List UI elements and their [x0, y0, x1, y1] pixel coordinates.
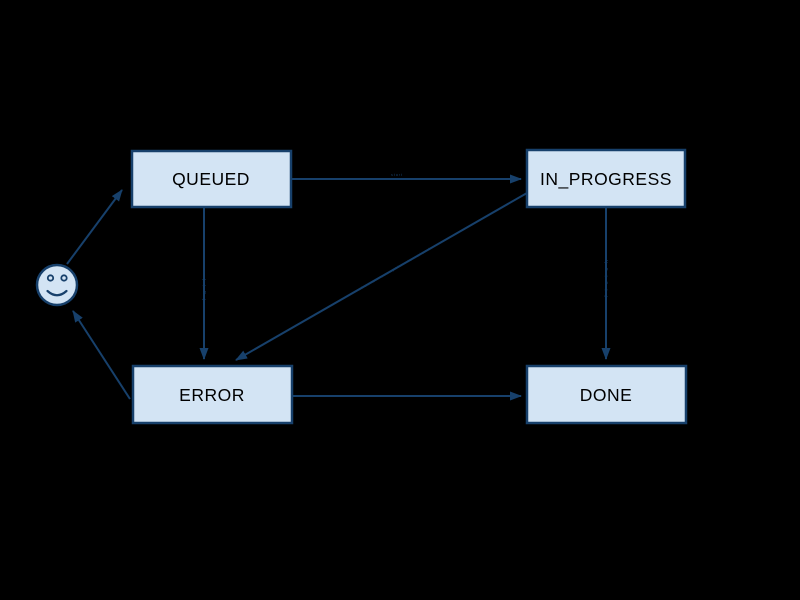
state-node-queued: QUEUED: [130, 149, 293, 209]
edge-queued-to-in-progress: start: [291, 173, 522, 184]
state-label-error: ERROR: [179, 385, 245, 405]
edge-start-to-queued: [66, 189, 123, 265]
edge-label-in-progress-to-error: when an exception is raised: [357, 246, 431, 291]
state-label-done: DONE: [580, 385, 633, 405]
state-node-done: DONE: [525, 364, 688, 425]
edge-label-in-progress-to-done: finish: [604, 255, 610, 297]
state-label-in-progress: IN_PROGRESS: [540, 169, 672, 190]
edge-label-queued-to-error: fail: [202, 274, 208, 300]
edge-in-progress-to-done: finish: [601, 208, 611, 360]
state-node-error: ERROR: [131, 364, 294, 425]
edge-in-progress-to-error: when an exception is raised: [235, 192, 528, 361]
start-node: [35, 263, 79, 307]
edge-error-to-start: [72, 310, 131, 400]
state-node-in-progress: IN_PROGRESS: [525, 148, 687, 209]
edge-label-queued-to-in-progress: start: [391, 173, 403, 177]
smiley-face-icon: [35, 263, 79, 307]
edge-queued-to-error: fail: [199, 208, 209, 360]
state-label-queued: QUEUED: [172, 169, 250, 189]
